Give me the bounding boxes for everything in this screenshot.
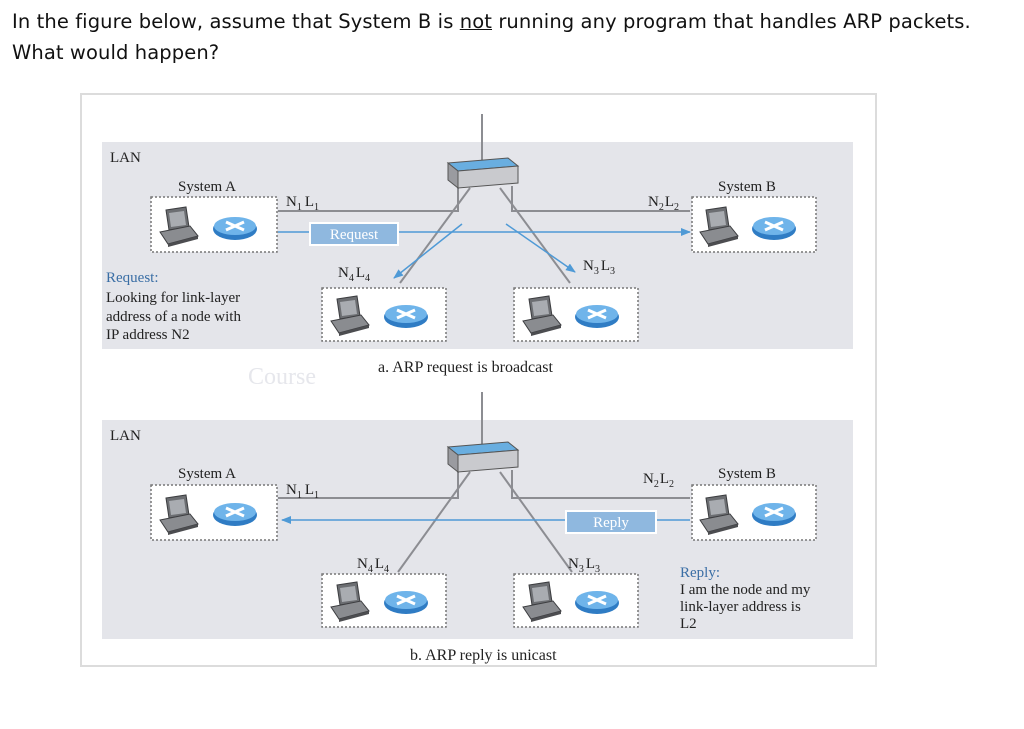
request-arrow-d [393,223,463,279]
nic-icon [750,215,798,242]
question-emphasis: not [459,10,493,33]
request-note-line: address of a node with [106,309,241,325]
lan-bottom-label: LAN [110,428,141,444]
system-b-top-label: System B [718,179,776,195]
nic-icon [750,501,798,528]
reply-note-line: L2 [680,616,697,632]
nic-icon [211,501,259,528]
question-text: In the figure below, assume that System … [12,6,1012,68]
lan-top-wires [278,114,690,284]
reply-box-label: Reply [593,515,629,531]
reply-note-line: link-layer address is [680,599,801,615]
nic-icon [573,303,621,330]
request-note-line: Looking for link-layer [106,290,240,306]
lan-bottom-wires [278,392,690,573]
lan-top-label: LAN [110,150,141,166]
question-line2: What would happen? [12,41,220,64]
nic-icon [573,589,621,616]
question-part1: In the figure below, assume that System … [12,10,460,33]
request-arrow-c [505,223,576,273]
reply-box [565,510,657,534]
caption-top: a. ARP request is broadcast [378,359,553,376]
router-top-icon [446,157,520,190]
request-box [309,222,399,246]
system-b-bottom-label: System B [718,466,776,482]
router-bottom-icon [446,441,520,474]
reply-note: Reply: I am the node and my link-layer a… [680,565,811,632]
request-note: Request: Looking for link-layer address … [106,270,241,343]
reply-note-line: I am the node and my [680,582,811,598]
nic-icon [211,215,259,242]
nic-icon [382,303,430,330]
request-note-heading: Request: [106,270,159,286]
system-a-top-label: System A [178,179,236,195]
request-note-line: IP address N2 [106,327,190,343]
question-part2: running any program that handles ARP pac… [492,10,971,33]
nic-icon [382,589,430,616]
request-box-label: Request [330,227,379,243]
caption-bottom: b. ARP reply is unicast [410,647,557,664]
addr-n2l2-bottom: N2L2 [643,471,674,490]
addr-n2l2-top: N2L2 [648,194,679,213]
system-a-bottom-label: System A [178,466,236,482]
watermark: Course [248,364,316,390]
reply-note-heading: Reply: [680,565,720,581]
